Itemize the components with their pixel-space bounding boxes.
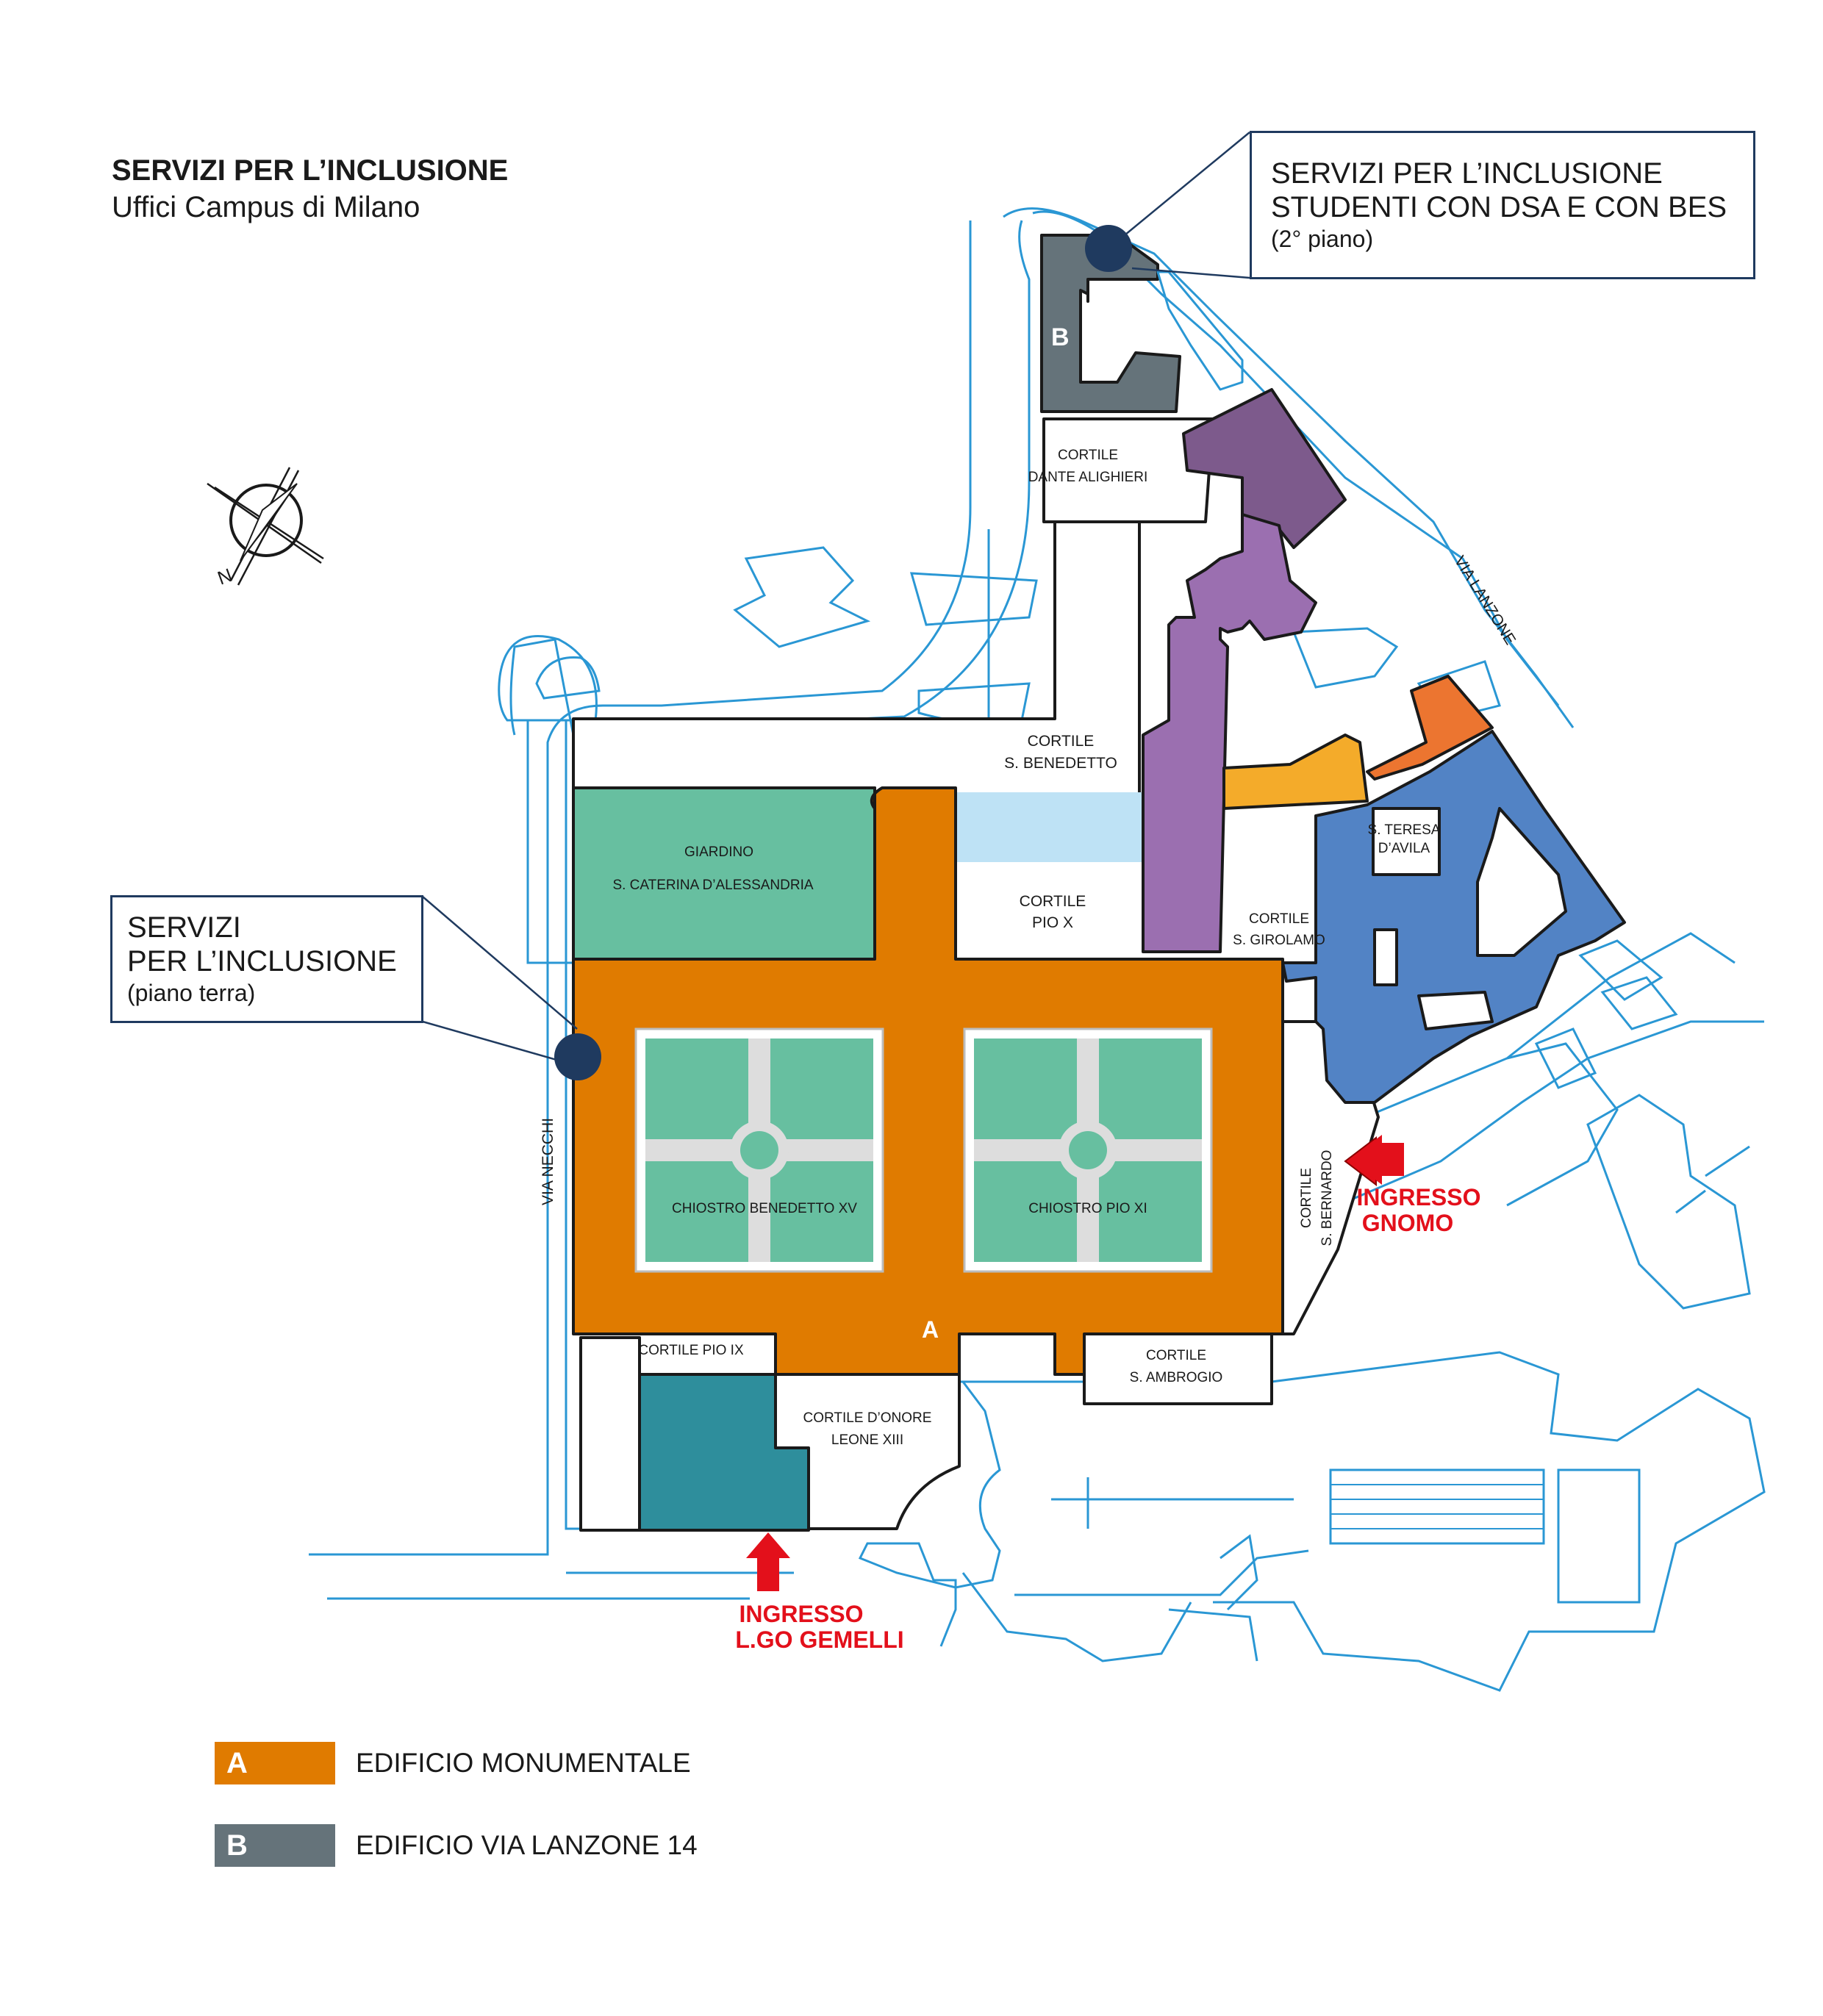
label-pio9: CORTILE PIO IX [638,1343,744,1358]
ingresso-gemelli-2: L.GO GEMELLI [735,1626,903,1653]
entrance-gnomo-arrow-icon [1344,1135,1404,1187]
blue-cutout-1 [1476,807,1567,957]
callout-top-line1: SERVIZI PER L’INCLUSIONE [1271,157,1663,190]
callout-left-floor: (piano terra) [127,980,256,1006]
label-teresa-1: S. TERESA [1368,822,1441,838]
label-benedetto-1: CORTILE [1028,733,1095,750]
st-teresa-white [1372,807,1441,876]
hatched-area [1156,270,1244,391]
cortile-light-blue [956,792,1143,862]
legend-label-a: EDIFICIO MONUMENTALE [356,1748,691,1778]
blue-block [1281,730,1626,1104]
label-dante-1: CORTILE [1058,448,1118,463]
courtyard-labels: CORTILE DANTE ALIGHIERI CORTILE S. BENED… [612,448,1440,1448]
teal-block [638,1373,810,1532]
label-chiostro-b15: CHIOSTRO BENEDETTO XV [672,1201,857,1216]
label-giardino-1: GIARDINO [684,844,753,860]
entrance-gemelli-arrow-icon [746,1532,790,1591]
label-girolamo-1: CORTILE [1249,911,1309,927]
ingresso-gemelli-1: INGRESSO [739,1601,864,1627]
page-title: SERVIZI PER L’INCLUSIONE [112,154,509,187]
label-dante-2: DANTE ALIGHIERI [1028,470,1148,485]
orange-red-block [1366,675,1494,781]
legend-item-a: A EDIFICIO MONUMENTALE [215,1742,691,1784]
purple-block [1142,513,1317,953]
callout-left-line1: SERVIZI [127,911,241,944]
location-dot-top[interactable] [1085,225,1132,272]
white-block-onore [774,1373,961,1530]
label-teresa-2: D’AVILA [1378,841,1430,856]
callout-top-line2: STUDENTI CON DSA E CON BES [1271,191,1727,223]
compass-north-label: N [215,564,235,589]
ingresso-gnomo-1: INGRESSO [1357,1184,1481,1210]
callout-left-line2: PER L’INCLUSIONE [127,945,397,977]
chiostro-benedetto-xv [634,1027,884,1273]
label-onore-1: CORTILE D’ONORE [803,1410,932,1426]
blue-cutout-3 [1417,991,1494,1030]
label-chiostro-p11: CHIOSTRO PIO XI [1028,1201,1147,1216]
label-bernardo-2: S. BERNARDO [1319,1150,1335,1246]
label-benedetto-2: S. BENEDETTO [1004,755,1117,772]
label-onore-2: LEONE XIII [831,1432,903,1448]
label-giardino-2: S. CATERINA D’ALESSANDRIA [612,878,813,893]
legend-swatch-b: B [215,1824,335,1867]
street-via-necchi: VIA NECCHI [540,1118,556,1205]
legend-swatch-a: A [215,1742,335,1784]
giardino-green [572,786,876,964]
label-bernardo-1: CORTILE [1299,1168,1314,1228]
white-block-dante [1042,417,1214,523]
legend-label-b: EDIFICIO VIA LANZONE 14 [356,1830,698,1860]
location-dot-left[interactable] [554,1033,601,1080]
callout-leaders [422,132,1250,1067]
north-compass-icon: N [207,467,324,589]
chiostro-pio-xi [963,1027,1213,1273]
page-subtitle: Uffici Campus di Milano [112,191,420,223]
label-piox-2: PIO X [1032,914,1073,931]
yellow-block [1222,733,1369,810]
label-ambrogio-1: CORTILE [1146,1348,1206,1363]
callout-piano-terra: SERVIZI PER L’INCLUSIONE (piano terra) [110,895,423,1023]
building-a-letter: A [922,1316,939,1343]
label-piox-1: CORTILE [1020,893,1086,910]
callout-top-floor: (2° piano) [1271,226,1374,252]
label-girolamo-2: S. GIROLAMO [1233,933,1325,948]
street-via-lanzone: VIA LANZONE [1451,553,1519,648]
building-b-letter: B [1051,323,1070,351]
callout-dsa-bes: SERVIZI PER L’INCLUSIONE STUDENTI CON DS… [1250,131,1755,279]
label-ambrogio-2: S. AMBROGIO [1130,1370,1223,1385]
blue-cutout-2 [1373,928,1398,986]
legend-item-b: B EDIFICIO VIA LANZONE 14 [215,1824,698,1867]
white-block-ambrogio [1083,1332,1273,1405]
entrance-labels: INGRESSO GNOMO INGRESSO L.GO GEMELLI [735,1184,1480,1653]
building-b [1040,234,1181,413]
white-block-pio9 [579,1336,641,1532]
ingresso-gnomo-2: GNOMO [1362,1210,1453,1236]
